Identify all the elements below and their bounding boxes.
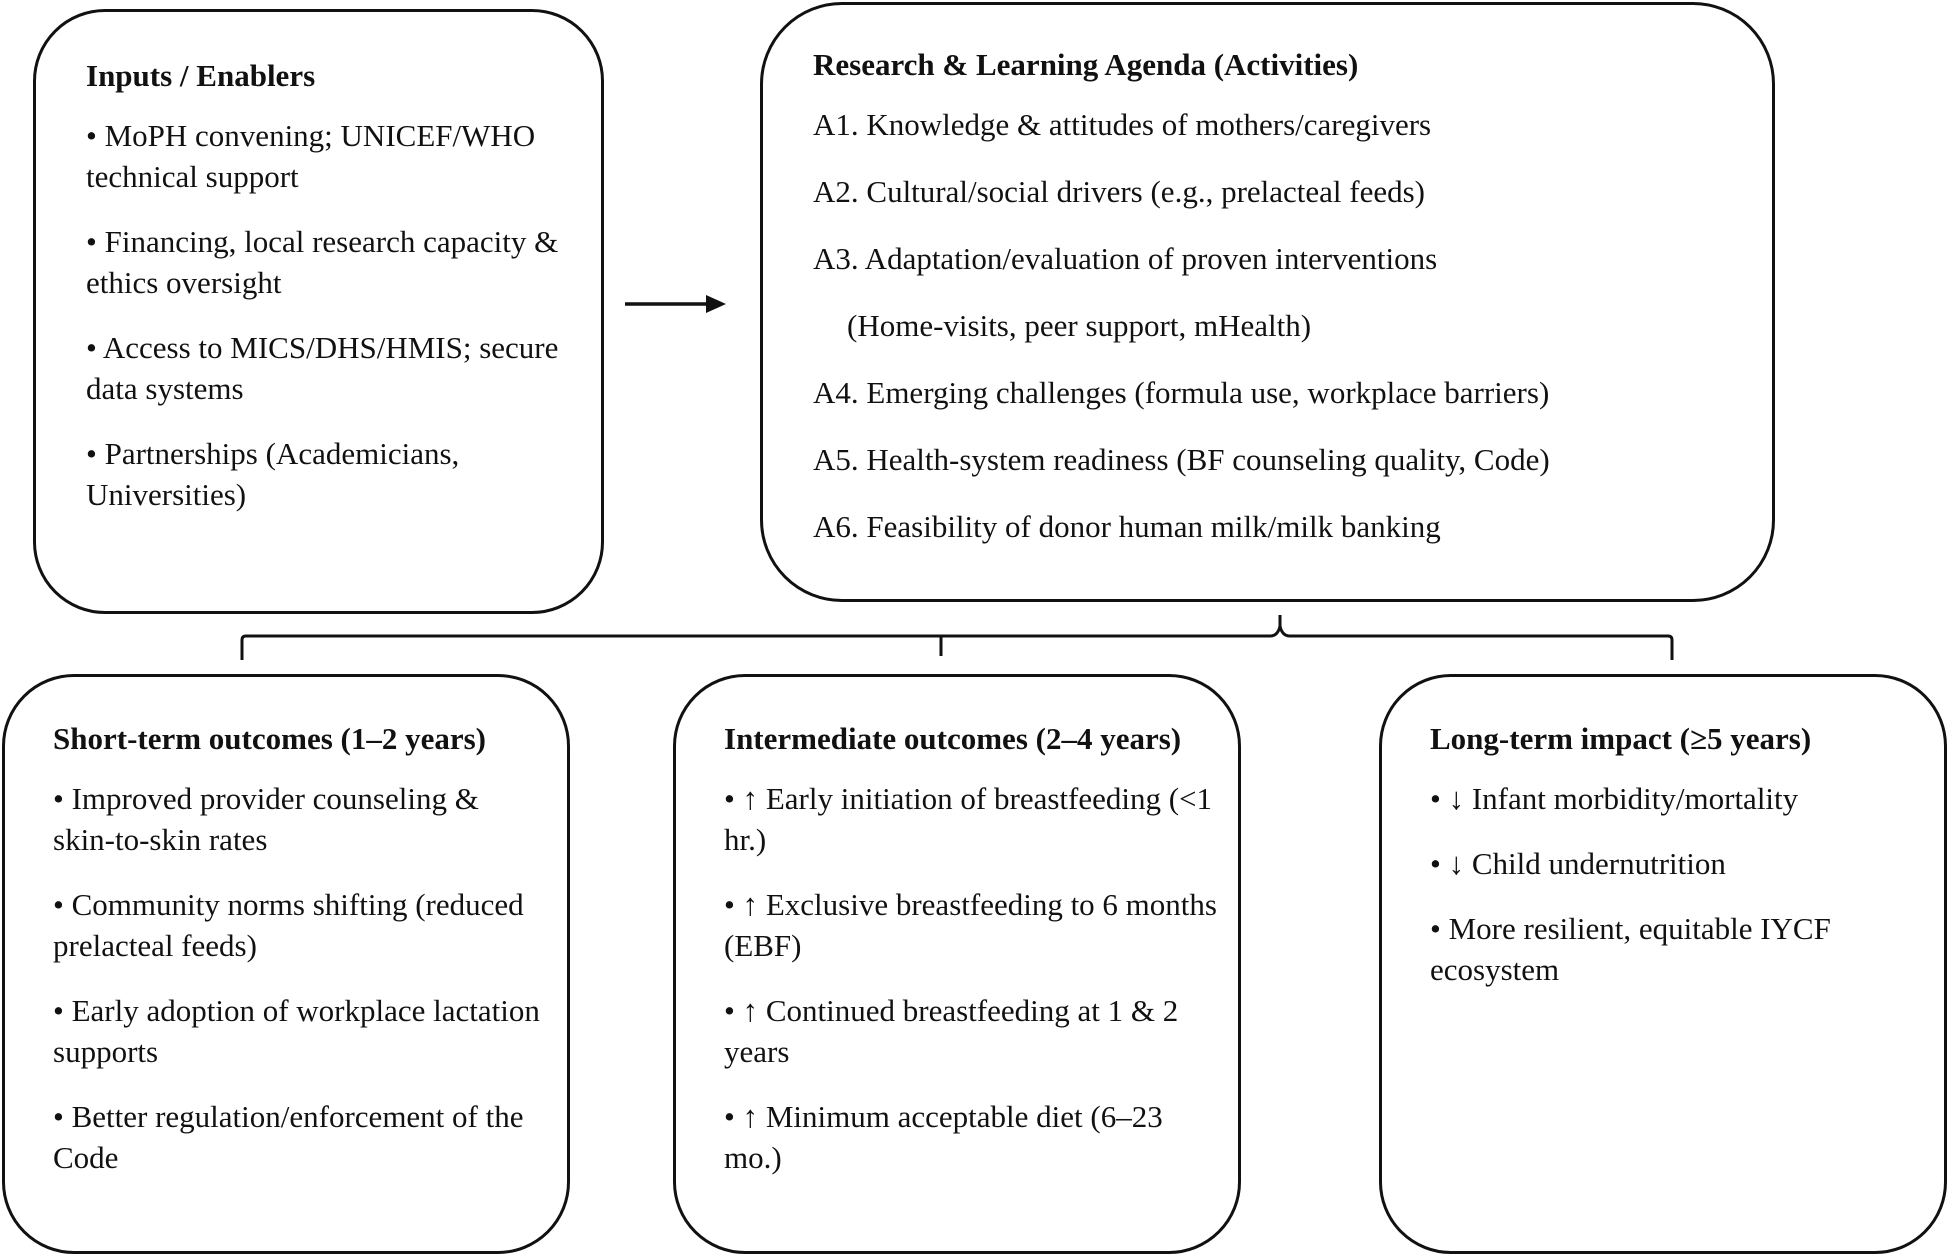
short-term-item: • Early adoption of workplace lactation … <box>53 993 540 1069</box>
agenda-item: A5. Health-system readiness (BF counseli… <box>813 442 1550 477</box>
intermediate-outcomes-box: Intermediate outcomes (2–4 years) • ↑ Ea… <box>673 674 1241 1254</box>
agenda-item: A3. Adaptation/evaluation of proven inte… <box>813 241 1438 276</box>
long-term-item: • ↓ Infant morbidity/mortality <box>1430 781 1799 816</box>
agenda-title: Research & Learning Agenda (Activities) <box>813 47 1359 82</box>
agenda-item: A1. Knowledge & attitudes of mothers/car… <box>813 107 1432 142</box>
short-term-item: • Community norms shifting (reduced prel… <box>53 887 524 963</box>
long-term-item: • ↓ Child undernutrition <box>1430 846 1726 881</box>
inputs-item: • Access to MICS/DHS/HMIS; secure data s… <box>86 330 559 406</box>
arrow-head <box>706 295 726 313</box>
short-term-item: • Improved provider counseling & skin-to… <box>53 781 479 857</box>
agenda-item: A6. Feasibility of donor human milk/milk… <box>813 509 1441 544</box>
agenda-item: A4. Emerging challenges (formula use, wo… <box>813 375 1550 410</box>
long-term-title: Long-term impact (≥5 years) <box>1430 721 1812 756</box>
inputs-title: Inputs / Enablers <box>86 58 316 93</box>
agenda-item: A2. Cultural/social drivers (e.g., prela… <box>813 174 1426 209</box>
intermediate-item: • ↑ Early initiation of breastfeeding (<… <box>724 781 1213 857</box>
long-term-item: • More resilient, equitable IYCF ecosyst… <box>1430 911 1831 987</box>
research-agenda-box: Research & Learning Agenda (Activities) … <box>760 2 1775 602</box>
inputs-item: • MoPH convening; UNICEF/WHO technical s… <box>86 118 536 194</box>
short-term-item: • Better regulation/enforcement of the C… <box>53 1099 524 1175</box>
inputs-enablers-box: Inputs / Enablers • MoPH convening; UNIC… <box>33 9 604 614</box>
intermediate-item: • ↑ Exclusive breastfeeding to 6 months … <box>724 887 1217 963</box>
inputs-item: • Financing, local research capacity & e… <box>86 224 559 300</box>
short-term-outcomes-box: Short-term outcomes (1–2 years) • Improv… <box>2 674 570 1254</box>
brace-agenda-to-outcomes <box>240 615 1674 660</box>
intermediate-title: Intermediate outcomes (2–4 years) <box>724 721 1182 756</box>
short-term-title: Short-term outcomes (1–2 years) <box>53 721 487 756</box>
intermediate-item: • ↑ Continued breastfeeding at 1 & 2 yea… <box>724 993 1179 1069</box>
long-term-impact-box: Long-term impact (≥5 years) • ↓ Infant m… <box>1379 674 1947 1254</box>
agenda-item-continuation: (Home-visits, peer support, mHealth) <box>847 308 1312 343</box>
inputs-item: • Partnerships (Academicians, Universiti… <box>86 436 460 512</box>
intermediate-item: • ↑ Minimum acceptable diet (6–23 mo.) <box>724 1099 1163 1175</box>
